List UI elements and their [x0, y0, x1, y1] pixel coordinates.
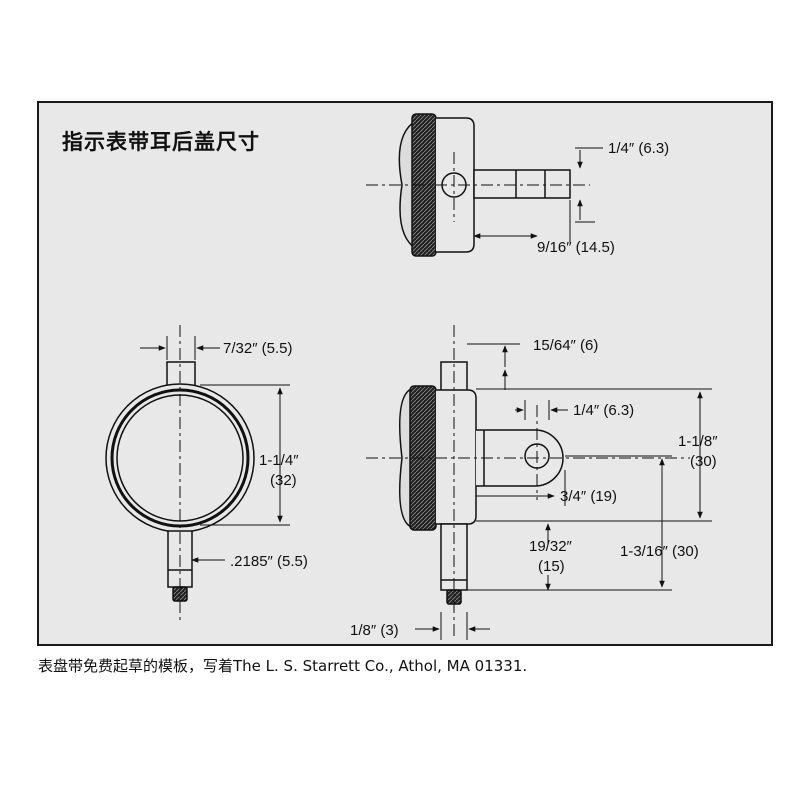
- side-contact-point-label: 1/8″ (3): [350, 622, 399, 639]
- front-body-diameter-label: 1-1/4″: [259, 452, 299, 469]
- side-stem-offset-label: 15/64″ (6): [533, 337, 598, 354]
- front-dimension-lines: [140, 336, 290, 563]
- top-lug-diameter-label: 1/4″ (6.3): [608, 140, 669, 157]
- side-dimension-lines: [415, 343, 712, 640]
- front-body-diameter-mm-label: (32): [270, 472, 297, 489]
- front-spindle-diameter-label: .2185″ (5.5): [230, 553, 308, 570]
- side-spindle-length-label: 19/32″: [529, 538, 573, 555]
- front-stem-diameter-label: 7/32″ (5.5): [223, 340, 293, 357]
- side-case-body: [436, 389, 477, 525]
- top-centerlines: [366, 152, 590, 222]
- top-dimension-lines: [473, 147, 603, 242]
- figure-title: 指示表带耳后盖尺寸: [62, 130, 260, 154]
- side-centerlines: [366, 325, 690, 640]
- side-overall-height-label: 1-1/8″: [678, 433, 718, 450]
- side-spindle-length-mm-label: (15): [538, 558, 565, 575]
- side-lug-hole-label: 1/4″ (6.3): [573, 402, 634, 419]
- side-lug-length-label: 3/4″ (19): [560, 488, 617, 505]
- side-overall-height-mm-label: (30): [690, 453, 717, 470]
- top-lug-length-label: 9/16″ (14.5): [537, 239, 615, 256]
- top-lug: [473, 169, 571, 199]
- side-hole-to-contact-label: 1-3/16″ (30): [620, 543, 699, 560]
- figure-caption: 表盘带免费起草的模板，写着The L. S. Starrett Co., Ath…: [38, 657, 528, 675]
